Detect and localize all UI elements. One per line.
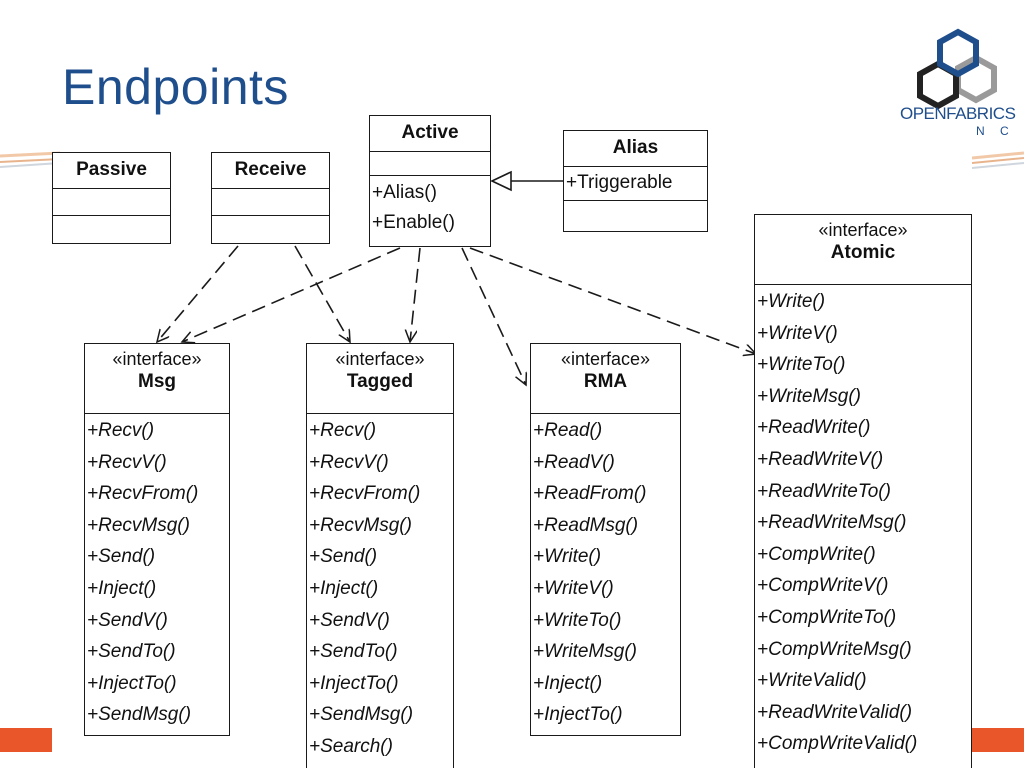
class-name: Passive bbox=[76, 159, 147, 180]
operation: +Alias() bbox=[372, 182, 437, 203]
operation: +WriteV() bbox=[757, 322, 838, 344]
interface-atomic: «interface» Atomic +Write() +WriteV() +W… bbox=[754, 214, 972, 768]
operation: +Inject() bbox=[87, 577, 157, 599]
operations-section bbox=[212, 216, 329, 242]
operation: +InjectTo() bbox=[87, 672, 177, 694]
hexagon-logo-icon bbox=[917, 28, 997, 110]
operation: +CompWriteValid() bbox=[757, 733, 918, 755]
operation: +WriteV() bbox=[533, 577, 614, 599]
operation: +CompWrite() bbox=[757, 543, 876, 565]
slide-title: Endpoints bbox=[62, 59, 289, 115]
stereotype-label: «interface» bbox=[335, 349, 425, 369]
operation: +InjectTo() bbox=[533, 704, 623, 726]
interface-tagged: «interface» Tagged +Recv() +RecvV() +Rec… bbox=[306, 343, 454, 768]
interface-msg: «interface» Msg +Recv() +RecvV() +RecvFr… bbox=[84, 343, 230, 736]
operation: +RecvV() bbox=[309, 451, 389, 473]
operation: +ReadMsg() bbox=[533, 514, 639, 536]
interface-name: Atomic bbox=[830, 242, 896, 263]
dep-active-atomic bbox=[469, 247, 756, 354]
operation: +SendV() bbox=[87, 609, 168, 631]
operation: +InjectTo() bbox=[309, 672, 399, 694]
operation: +Write() bbox=[757, 291, 826, 312]
operation: +WriteTo() bbox=[757, 354, 846, 376]
operation: +Send() bbox=[309, 546, 378, 568]
class-alias: Alias +Triggerable bbox=[563, 130, 708, 232]
operation: +ReadWrite() bbox=[757, 417, 871, 439]
operation: +ReadFrom() bbox=[533, 483, 647, 505]
operation: +SendMsg() bbox=[87, 704, 192, 726]
operation: +RecvMsg() bbox=[309, 514, 412, 536]
operation: +ReadWriteMsg() bbox=[757, 512, 907, 534]
operation: +RecvMsg() bbox=[87, 514, 190, 536]
attributes-section: +Triggerable bbox=[564, 167, 707, 201]
dep-receive-msg bbox=[157, 245, 239, 342]
operation: +Recv() bbox=[87, 420, 155, 441]
operation: +RecvV() bbox=[87, 451, 167, 473]
operation: +Search() bbox=[309, 735, 393, 757]
attributes-section bbox=[212, 189, 329, 216]
operation: +Enable() bbox=[372, 212, 455, 233]
operation: +WriteTo() bbox=[533, 609, 622, 631]
interface-rma: «interface» RMA +Read() +ReadV() +ReadFr… bbox=[530, 343, 681, 736]
logo-name: OPENFABRICS bbox=[900, 104, 1016, 123]
operation: +Recv() bbox=[309, 420, 377, 441]
operations-section bbox=[53, 216, 170, 242]
operation: +ReadWriteTo() bbox=[757, 480, 891, 502]
footer-bar-right bbox=[972, 728, 1024, 752]
dep-active-tagged bbox=[410, 247, 421, 342]
class-passive: Passive bbox=[52, 152, 171, 244]
class-active: Active +Alias() +Enable() bbox=[369, 115, 491, 247]
operation: +CompWriteV() bbox=[757, 575, 889, 597]
attributes-section bbox=[53, 189, 170, 216]
operation: +CompWriteTo() bbox=[757, 606, 897, 628]
operation: +SendV() bbox=[309, 609, 390, 631]
class-name: Receive bbox=[234, 159, 307, 180]
operation: +Read() bbox=[533, 420, 603, 441]
operation: +SendTo() bbox=[309, 641, 398, 663]
operations-section: +Write() +WriteV() +WriteTo() +WriteMsg(… bbox=[755, 285, 971, 760]
operation: +ReadWriteValid() bbox=[757, 701, 913, 723]
dep-active-rma bbox=[461, 247, 526, 385]
operation: +Send() bbox=[87, 546, 156, 568]
interface-name: Tagged bbox=[346, 371, 414, 392]
dep-receive-tagged bbox=[294, 245, 350, 342]
class-name: Active bbox=[401, 122, 459, 143]
operation: +Inject() bbox=[309, 577, 379, 599]
operation: +ReadV() bbox=[533, 451, 615, 473]
operation: +SendTo() bbox=[87, 641, 176, 663]
stereotype-label: «interface» bbox=[560, 349, 651, 369]
right-stripe-decoration bbox=[972, 151, 1024, 169]
stereotype-label: «interface» bbox=[818, 220, 908, 240]
operation: +SendMsg() bbox=[309, 704, 414, 726]
operation: +WriteMsg() bbox=[533, 641, 637, 663]
operation: +RecvFrom() bbox=[309, 483, 421, 505]
attributes-section bbox=[370, 152, 490, 176]
operation: +CompWriteMsg() bbox=[757, 638, 912, 660]
operation: +Inject() bbox=[533, 672, 603, 694]
operations-section: +Recv() +RecvV() +RecvFrom() +RecvMsg() … bbox=[85, 414, 229, 731]
interface-name: Msg bbox=[138, 371, 176, 392]
dep-active-msg bbox=[182, 247, 401, 342]
operations-section: +Alias() +Enable() bbox=[370, 176, 490, 238]
operations-section: +Read() +ReadV() +ReadFrom() +ReadMsg() … bbox=[531, 414, 680, 731]
stereotype-label: «interface» bbox=[112, 349, 202, 369]
operation: +WriteMsg() bbox=[757, 385, 861, 407]
operation: +Write() bbox=[533, 546, 602, 568]
logo-tagline: N C E bbox=[976, 124, 1024, 138]
operation: +RecvFrom() bbox=[87, 483, 199, 505]
interface-name: RMA bbox=[583, 371, 628, 392]
operation: +ReadWriteV() bbox=[757, 448, 884, 470]
operation: +WriteValid() bbox=[757, 670, 867, 692]
operations-section: +Recv() +RecvV() +RecvFrom() +RecvMsg() … bbox=[307, 414, 453, 763]
attribute: +Triggerable bbox=[566, 172, 673, 193]
class-name: Alias bbox=[612, 137, 659, 158]
footer-bar-left bbox=[0, 728, 52, 752]
left-stripe-decoration bbox=[0, 151, 60, 168]
generalization-alias-active bbox=[490, 170, 565, 192]
class-receive: Receive bbox=[211, 152, 330, 244]
